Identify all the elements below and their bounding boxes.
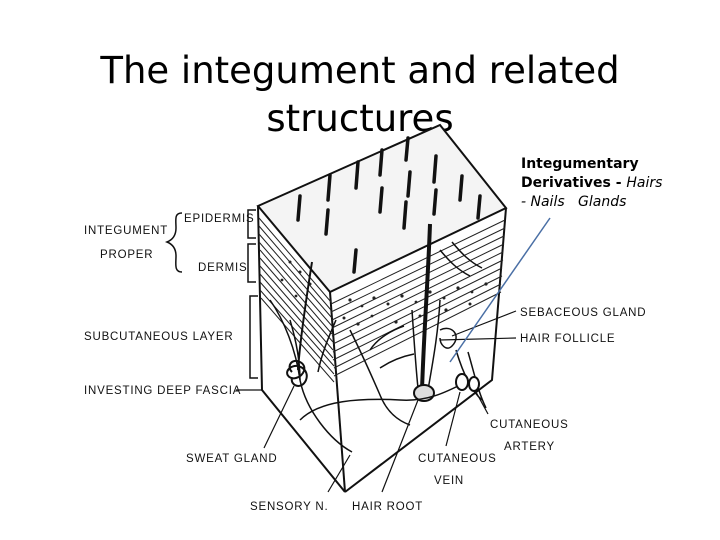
label-dermis: DERMIS xyxy=(198,262,248,274)
diagram-labels: INTEGUMENT PROPER EPIDERMIS DERMIS SUBCU… xyxy=(84,213,646,513)
callout-derivatives-label: Derivatives - xyxy=(521,175,627,191)
label-proper: PROPER xyxy=(100,249,153,261)
label-cutaneous-vein-1: CUTANEOUS xyxy=(418,453,497,465)
integument-bracket xyxy=(164,212,183,273)
leader-lines xyxy=(236,310,517,493)
follicle-sheath xyxy=(411,299,441,391)
callout-hairs: Hairs xyxy=(626,175,663,191)
label-hair-follicle: HAIR FOLLICLE xyxy=(520,333,615,345)
sensory-nerve-leader xyxy=(327,454,351,493)
callout-nails: - Nails xyxy=(521,194,565,210)
layer-striations xyxy=(258,217,506,383)
callout-glands: Glands xyxy=(578,194,627,210)
cutaneous-vein-leader xyxy=(445,391,461,447)
label-integument: INTEGUMENT xyxy=(84,225,168,237)
hair-root-leader xyxy=(381,399,419,493)
left-face-striation xyxy=(258,217,335,383)
label-sebaceous-gland: SEBACEOUS GLAND xyxy=(520,307,646,319)
integumentary-derivatives-callout: Integumentary Derivatives - Hairs - Nail… xyxy=(521,155,711,212)
hair-follicle-leader xyxy=(439,337,517,341)
label-epidermis: EPIDERMIS xyxy=(184,213,254,225)
hair-shaft xyxy=(420,223,432,391)
label-hair-root: HAIR ROOT xyxy=(352,501,423,513)
slide-title: The integument and related structures xyxy=(60,47,660,143)
label-cutaneous-vein-2: VEIN xyxy=(434,475,464,487)
right-face-striation xyxy=(330,219,506,377)
cutaneous-vessel-ends xyxy=(455,373,480,392)
callout-arrow xyxy=(449,217,551,363)
title-line-1: The integument and related xyxy=(100,48,620,92)
label-cutaneous-artery-1: CUTANEOUS xyxy=(490,419,569,431)
label-sweat-gland: SWEAT GLAND xyxy=(186,453,277,465)
sweat-gland-coil xyxy=(286,261,313,387)
sebaceous-gland-leader xyxy=(451,310,517,337)
vessels-and-nerves xyxy=(269,241,487,453)
dermis-speckles xyxy=(280,260,488,326)
callout-heading: Integumentary xyxy=(521,156,639,172)
layer-brackets xyxy=(247,209,258,379)
block-front-edge xyxy=(329,291,346,493)
label-sensory-n: SENSORY N. xyxy=(250,501,329,513)
label-subcutaneous-layer: SUBCUTANEOUS LAYER xyxy=(84,331,233,343)
sweat-gland-leader xyxy=(263,385,295,449)
label-investing-deep-fascia: INVESTING DEEP FASCIA xyxy=(84,385,241,397)
label-cutaneous-artery-2: ARTERY xyxy=(504,441,555,453)
cutaneous-artery-leader xyxy=(475,391,489,415)
sebaceous-gland-shape xyxy=(439,327,457,349)
block-right-edge xyxy=(344,207,507,493)
surface-hairs xyxy=(296,136,482,274)
